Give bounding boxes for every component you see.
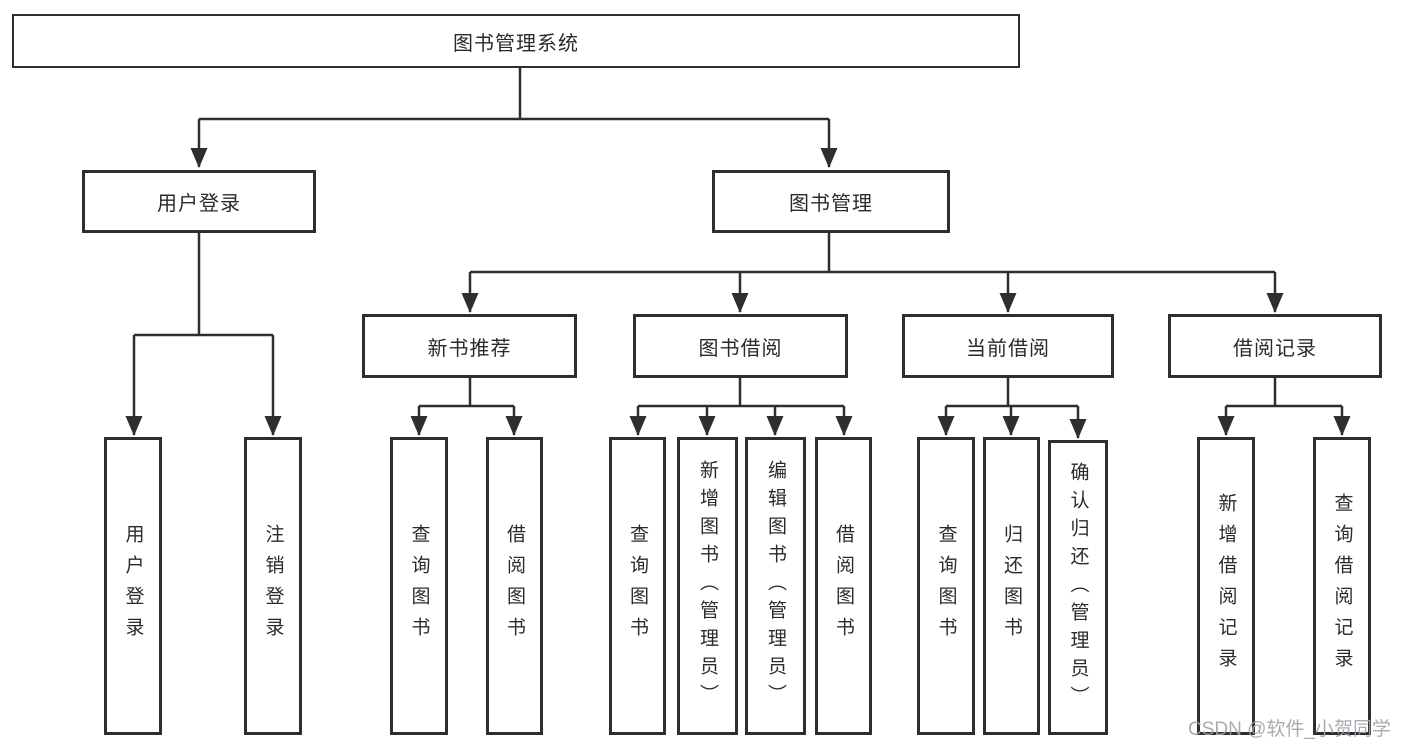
connector-root-trunk <box>199 67 829 121</box>
leaf-query-books-borrowing: 查询图书 <box>609 437 666 735</box>
node-label: 新书推荐 <box>427 337 512 360</box>
node-label: 借阅记录 <box>1233 337 1317 360</box>
node-label: 借阅图书 <box>833 524 854 648</box>
node-label: 图书管理 <box>789 193 873 215</box>
leaf-borrow-books-recommend: 借阅图书 <box>486 437 543 735</box>
node-label: 归还图书 <box>1001 524 1022 648</box>
node-new-book-recommend: 新书推荐 <box>362 314 577 378</box>
node-label: 图书借阅 <box>698 337 783 360</box>
leaf-logout: 注销登录 <box>244 437 302 735</box>
node-label: 注销登录 <box>262 524 284 648</box>
node-label: 用户登录 <box>122 524 144 648</box>
node-current-borrowing: 当前借阅 <box>902 314 1114 378</box>
node-label: 查询借阅记录 <box>1331 493 1353 679</box>
node-label: 新增图书（管理员） <box>697 460 718 712</box>
node-label: 编辑图书（管理员） <box>765 460 786 712</box>
connector-user-login-trunk <box>134 233 273 337</box>
leaf-edit-books-admin: 编辑图书（管理员） <box>745 437 806 735</box>
connector-new-book-trunk <box>419 378 514 408</box>
node-label: 新增借阅记录 <box>1215 493 1237 679</box>
connector-book-management-trunk <box>470 232 1275 274</box>
leaf-return-books: 归还图书 <box>983 437 1040 735</box>
node-library-management-system: 图书管理系统 <box>12 14 1020 68</box>
leaf-confirm-return-admin: 确认归还（管理员） <box>1048 440 1108 735</box>
leaf-add-books-admin: 新增图书（管理员） <box>677 437 738 735</box>
connector-borrow-record-trunk <box>1226 378 1342 408</box>
leaf-query-books-current: 查询图书 <box>917 437 975 735</box>
node-user-login: 用户登录 <box>82 170 316 233</box>
node-label: 图书管理系统 <box>453 32 579 55</box>
node-book-management: 图书管理 <box>712 170 950 233</box>
node-label: 查询图书 <box>408 524 430 648</box>
node-label: 用户登录 <box>157 193 241 215</box>
leaf-borrow-books-borrowing: 借阅图书 <box>815 437 872 735</box>
leaf-query-borrow-record: 查询借阅记录 <box>1313 437 1371 735</box>
node-borrowing-records: 借阅记录 <box>1168 314 1382 378</box>
watermark-text: CSDN @软件_小贺同学 <box>1188 719 1391 740</box>
leaf-query-books-recommend: 查询图书 <box>390 437 448 735</box>
node-book-borrowing: 图书借阅 <box>633 314 848 378</box>
connector-book-borrow-trunk <box>638 378 844 408</box>
node-label: 当前借阅 <box>966 337 1050 360</box>
connector-current-borrow-trunk <box>946 378 1078 408</box>
node-label: 确认归还（管理员） <box>1067 461 1089 714</box>
leaf-user-login: 用户登录 <box>104 437 162 735</box>
node-label: 借阅图书 <box>504 524 525 648</box>
leaf-add-borrow-record: 新增借阅记录 <box>1197 437 1255 735</box>
node-label: 查询图书 <box>935 524 957 648</box>
node-label: 查询图书 <box>627 524 648 648</box>
